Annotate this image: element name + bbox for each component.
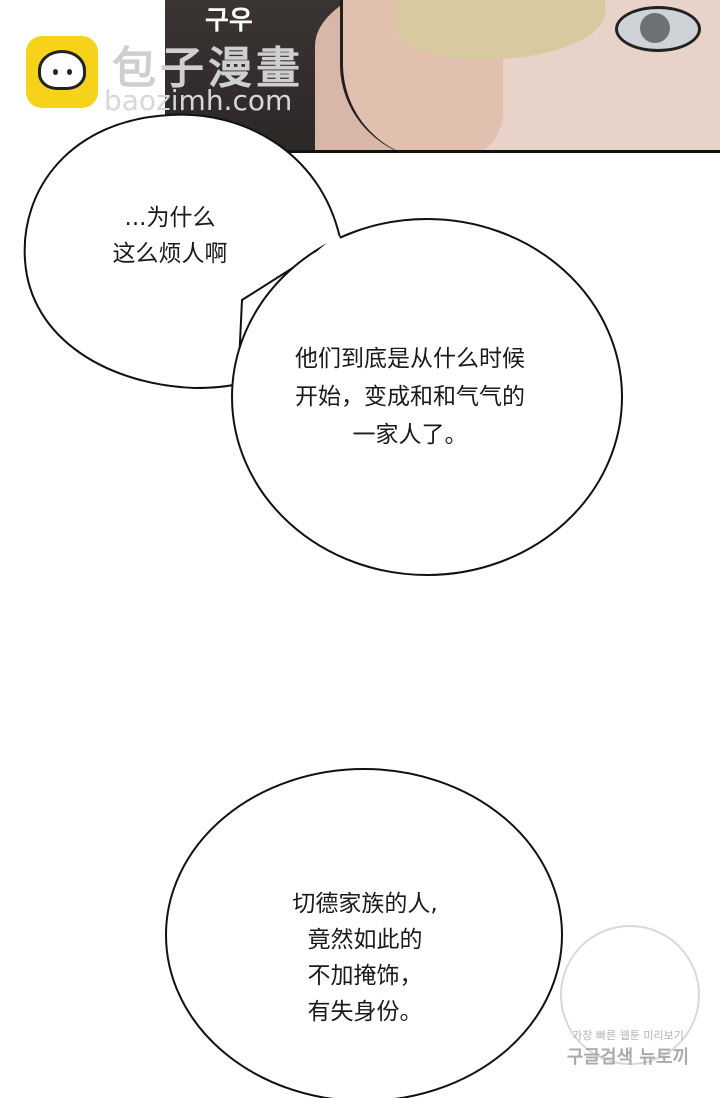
- watermark-big-text: 구글검색 뉴토끼: [566, 1047, 690, 1068]
- watermark-bottom: 가장 빠른 웹툰 미리보기 구글검색 뉴토끼: [538, 905, 718, 1095]
- bun-icon: [38, 50, 86, 90]
- bubble-text-2: 他们到底是从什么时候 开始，变成和和气气的 一家人了。: [295, 346, 525, 448]
- bubble-text-1: ...为什么 这么烦人啊: [112, 205, 228, 267]
- speech-bubble-3: [165, 768, 563, 1098]
- sound-effect: 구우: [205, 6, 253, 36]
- speech-bubble-1: [23, 113, 342, 390]
- watermark-small-text: 가장 빠른 웹툰 미리보기: [572, 1029, 684, 1042]
- speech-bubble-2: [231, 218, 623, 576]
- panel-eye: [615, 6, 701, 52]
- logo-icon: [26, 36, 98, 108]
- site-name: 包子漫畫: [112, 43, 304, 94]
- bubble-text-3: 切德家族的人, 竟然如此的 不加掩饰， 有失身份。: [292, 891, 438, 1025]
- comic-panel: 구우: [165, 0, 720, 153]
- site-url: baozimh.com: [104, 84, 293, 117]
- watermark-circle: [560, 925, 700, 1065]
